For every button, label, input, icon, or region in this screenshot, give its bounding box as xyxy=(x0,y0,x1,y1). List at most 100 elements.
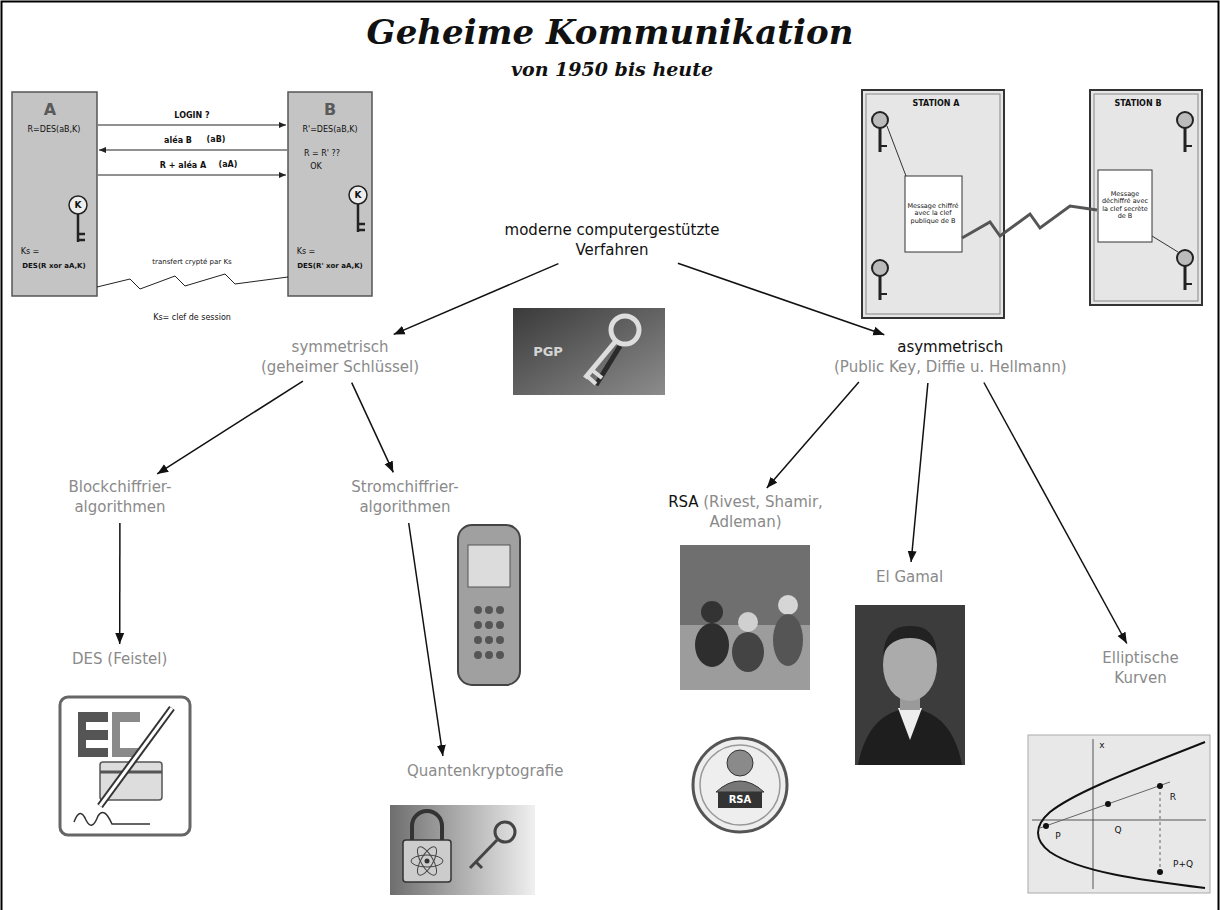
quantum-picture xyxy=(390,805,535,895)
point-label: Q xyxy=(1114,825,1121,835)
formula-label: Ks = xyxy=(21,247,40,256)
ec-logo xyxy=(112,712,140,757)
node-subtext: (Rivest, Shamir, Adleman) xyxy=(703,493,823,531)
station-illustration xyxy=(1177,250,1193,266)
station-illustration xyxy=(1184,128,1187,152)
mobile-phone-picture xyxy=(474,606,482,614)
point-label: P+Q xyxy=(1173,859,1193,869)
category-node: Quantenkryptografie xyxy=(403,760,568,784)
ec-logo xyxy=(100,771,162,774)
quantum-picture xyxy=(414,844,440,878)
node-heading: Elliptische Kurven xyxy=(1082,649,1199,688)
protocol-illustration xyxy=(98,175,286,176)
station-illustration xyxy=(1090,90,1202,305)
el-gamal-photo xyxy=(855,605,965,765)
variable-label: (aB) xyxy=(207,135,226,144)
protocol-illustration xyxy=(288,92,372,296)
formula-label: Ks = xyxy=(297,247,316,256)
ec-logo xyxy=(86,740,108,748)
connector-arrow xyxy=(409,523,443,756)
node-subtext: (Public Key, Diffie u. Hellmann) xyxy=(834,358,1067,378)
pgp-picture xyxy=(592,370,602,378)
formula-label: R=DES(aB,K) xyxy=(28,125,81,134)
station-illustration xyxy=(1185,145,1192,147)
elliptic-curve-graph xyxy=(1043,823,1049,829)
point-label: R xyxy=(1170,792,1176,802)
rsa-photo xyxy=(738,612,758,632)
ec-logo xyxy=(100,708,172,806)
node-heading: Quantenkryptografie xyxy=(407,762,564,782)
connector-arrow xyxy=(678,263,884,334)
logo-text: PGP xyxy=(533,345,563,360)
mobile-phone-picture xyxy=(496,621,504,629)
variable-label: (aA) xyxy=(219,160,238,169)
mobile-phone-picture xyxy=(496,606,504,614)
ec-logo xyxy=(78,712,108,757)
rsa-photo xyxy=(773,614,803,666)
protocol-illustration xyxy=(78,233,85,236)
connector-arrow xyxy=(394,264,559,335)
elliptic-curve-graph xyxy=(1157,783,1163,789)
connector-arrow xyxy=(119,523,121,644)
pgp-picture xyxy=(513,308,665,395)
connector-arrow xyxy=(352,383,394,473)
ec-logo xyxy=(60,697,190,835)
station-illustration xyxy=(872,112,888,128)
category-node: El Gamal xyxy=(872,566,947,590)
pgp-picture xyxy=(513,308,665,395)
formula-label: R = R' ?? xyxy=(304,149,340,158)
quantum-picture xyxy=(425,859,430,864)
station-illustration xyxy=(1184,266,1187,290)
quantum-picture xyxy=(411,855,443,867)
protocol-illustration xyxy=(99,150,287,151)
mobile-phone-picture xyxy=(485,621,493,629)
station-name: A xyxy=(44,101,56,119)
connector-arrow xyxy=(911,383,928,562)
node-heading: Blockchiffrier- algorithmen xyxy=(44,478,196,517)
station-illustration xyxy=(1177,112,1193,128)
quantum-picture xyxy=(403,840,451,882)
mobile-phone-picture xyxy=(474,651,482,659)
axis-label: x xyxy=(1099,740,1104,750)
node-heading: symmetrisch xyxy=(261,338,419,358)
station-title: STATION B xyxy=(1115,99,1162,108)
station-illustration xyxy=(872,260,888,276)
pgp-picture xyxy=(611,316,639,344)
station-illustration xyxy=(887,126,906,176)
category-node: DES (Feistel) xyxy=(68,648,171,672)
note-label: Ks= clef de session xyxy=(153,313,231,322)
station-illustration xyxy=(862,90,1202,318)
elliptic-curve-graph xyxy=(1032,820,1206,821)
subtitle: von 1950 bis heute xyxy=(511,59,713,81)
rsa-photo xyxy=(701,601,723,623)
station-illustration xyxy=(905,176,962,252)
protocol-illustration xyxy=(358,229,365,232)
rsa-photo xyxy=(778,595,798,615)
quantum-picture xyxy=(412,811,442,842)
message-label: aléa B xyxy=(164,136,192,145)
protocol-illustration xyxy=(98,125,286,126)
mobile-phone-picture xyxy=(468,545,510,587)
connector-arrow xyxy=(157,381,303,474)
mobile-phone-picture xyxy=(458,525,520,685)
node-heading: asymmetrisch xyxy=(834,338,1067,358)
rsa-logo xyxy=(718,792,762,808)
connector-arrow xyxy=(767,382,859,488)
el-gamal-photo xyxy=(883,626,937,655)
message-text: Message déchiffré avec la clef secrète d… xyxy=(1101,191,1149,221)
node-heading: moderne computergestützte Verfahren xyxy=(491,221,733,260)
station-illustration xyxy=(880,145,887,147)
pgp-picture xyxy=(585,342,615,378)
protocol-illustration xyxy=(78,239,85,242)
mobile-phone-picture xyxy=(485,636,493,644)
protocol-illustration xyxy=(357,204,360,232)
pgp-picture xyxy=(587,376,596,384)
protocol-illustration xyxy=(12,92,97,296)
message-text: Message chiffré avec la clef publique de… xyxy=(907,203,959,225)
ec-logo xyxy=(74,812,150,825)
quantum-picture xyxy=(476,862,482,868)
mobile-phone-picture xyxy=(485,651,493,659)
node-heading: Stromchiffrier- algorithmen xyxy=(329,478,481,517)
point-label: P xyxy=(1055,831,1060,841)
